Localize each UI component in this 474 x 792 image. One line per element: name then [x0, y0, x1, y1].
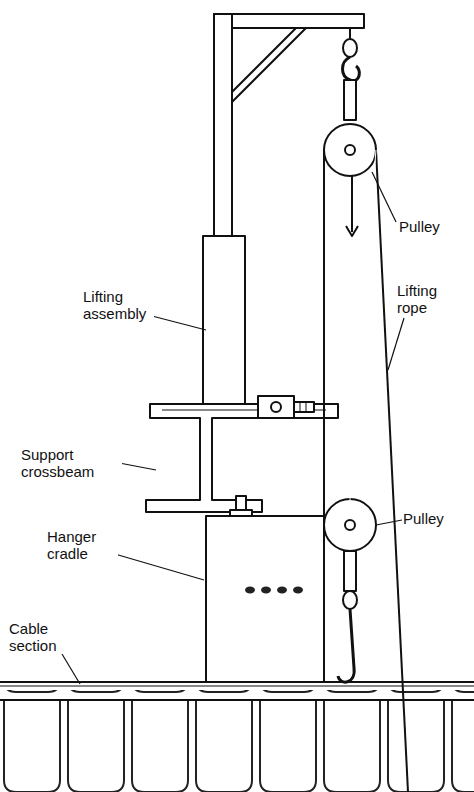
leader-lines: [62, 172, 404, 684]
lifting-assembly-sleeve: [203, 236, 245, 404]
part-label: Pulley: [402, 510, 470, 527]
pulley-block: [344, 80, 356, 120]
part-label: Pulley: [398, 218, 470, 235]
lower-pulley: [324, 499, 376, 551]
post: [214, 14, 232, 240]
upper-pulley: [324, 124, 376, 176]
lifting-rope: [376, 150, 408, 792]
part-label: Lifting assembly: [82, 288, 154, 322]
lifting-rope: [323, 150, 325, 525]
part-label: Support crossbeam: [20, 446, 122, 480]
part-label: Hanger cradle: [46, 528, 118, 562]
top-bar: [214, 14, 364, 28]
clamp: [258, 396, 294, 418]
part-label: Lifting rope: [396, 282, 458, 316]
part-label: Cable section: [8, 620, 80, 654]
hanger-cradle: [206, 516, 324, 682]
clamp-screw: [294, 402, 314, 412]
brace: [232, 28, 306, 102]
